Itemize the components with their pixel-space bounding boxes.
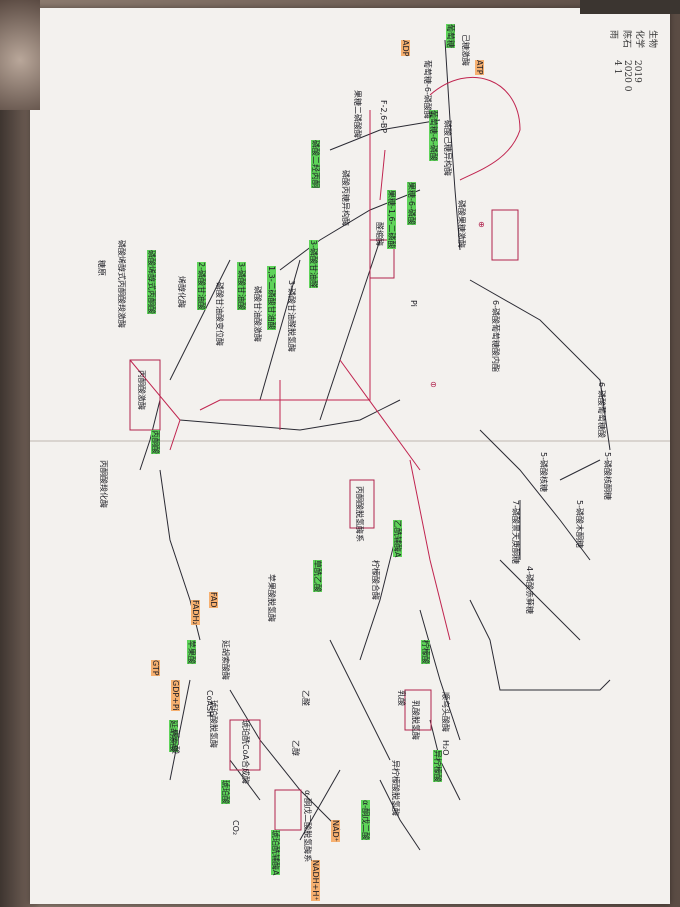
inhibitor-mark: ⊖ bbox=[430, 380, 437, 389]
fadh2-label: FADH₂ bbox=[191, 600, 200, 625]
nadh-label: NADH+H⁺ bbox=[311, 860, 320, 901]
activator-mark: ⊕ bbox=[478, 220, 485, 229]
akg-label: α-酮戊二酸 bbox=[361, 800, 370, 841]
enzyme-g6pase: 葡萄糖-6-磷酸酶 bbox=[423, 60, 432, 119]
nad-label: NAD⁺ bbox=[331, 820, 340, 842]
enzyme-mdh: 苹果酸脱氢酶 bbox=[267, 574, 276, 622]
enzyme-pepck: 磷酸烯醇式丙酮酸羧激酶 bbox=[117, 240, 126, 328]
co2-label: CO₂ bbox=[231, 820, 240, 836]
paper-fold bbox=[30, 440, 670, 442]
enzyme-enolase: 烯醇化酶 bbox=[177, 276, 186, 308]
enzyme-pc: 丙酮酸羧化酶 bbox=[99, 460, 108, 508]
h2o-label: H₂O bbox=[441, 740, 450, 756]
ppp-e4p: 4-磷酸赤藓糖 bbox=[525, 566, 534, 614]
oxaloacetate-label: 草酰乙酸 bbox=[313, 560, 322, 592]
enzyme-aconitase: 顺乌头酸酶 bbox=[441, 692, 450, 732]
atp-label: ATP bbox=[475, 60, 484, 75]
ppp-s7p: 7-磷酸景天庚酮糖 bbox=[511, 500, 520, 564]
corner-object-top-right bbox=[580, 0, 680, 14]
citrate-label: 柠檬酸 bbox=[421, 640, 430, 664]
pep-label: 磷酸烯醇式丙酮酸 bbox=[147, 250, 156, 314]
ppp-6pgl: 6-磷酸葡萄糖酸内酯 bbox=[491, 300, 500, 372]
ppp-r5p: 5-磷酸核糖 bbox=[539, 452, 548, 492]
enzyme-cs: 柠檬酸合酶 bbox=[371, 560, 380, 600]
corner-object-top-left bbox=[0, 0, 40, 110]
malate-label: 苹果酸 bbox=[187, 640, 196, 664]
acetaldehyde-label: 乙醛 bbox=[301, 690, 310, 706]
acetylcoa-label: 乙酰辅酶A bbox=[393, 520, 402, 558]
enzyme-pgi: 磷酸己糖异构酶 bbox=[443, 120, 452, 176]
g3p-label: 3-磷酸甘油醛 bbox=[309, 240, 318, 288]
f26bp-label: F-2,6-BP bbox=[379, 100, 388, 134]
header-line1: 生物化学 陈石雨 bbox=[608, 30, 657, 49]
glycogen-label: 糖原 bbox=[97, 260, 106, 276]
3pg-label: 3-磷酸甘油酸 bbox=[237, 262, 246, 310]
enzyme-aldolase: 醛缩酶 bbox=[375, 222, 384, 246]
succinylcoa-label: 琥珀酰辅酶A bbox=[271, 830, 280, 876]
enzyme-fumarase: 延胡索酸酶 bbox=[221, 640, 230, 680]
enzyme-pgm: 磷酸甘油酸变位酶 bbox=[215, 282, 224, 346]
fad-label: FAD bbox=[209, 592, 218, 608]
ppp-xu5p: 5-磷酸木酮糖 bbox=[575, 500, 584, 548]
ldh-label: 乳酸脱氢酶 bbox=[411, 700, 420, 740]
dhap-label: 磷酸二羟丙酮 bbox=[311, 140, 320, 188]
header-line2: 2019 2020 0 4 1 bbox=[612, 60, 642, 92]
paper-sheet bbox=[30, 8, 670, 904]
enzyme-gapdh: 3-磷酸甘油醛脱氢酶 bbox=[287, 280, 296, 352]
enzyme-akgdh: α-酮戊二酸脱氢酶系 bbox=[303, 790, 312, 863]
enzyme-scs: 琥珀酰CoA合成酶 bbox=[241, 720, 250, 784]
pyruvate-label: 丙酮酸 bbox=[151, 430, 160, 454]
gdp-label: GDP+Pi bbox=[171, 680, 180, 711]
enzyme-pgk: 磷酸甘油酸激酶 bbox=[253, 286, 262, 342]
f6p-label: 果糖-6-磷酸 bbox=[407, 182, 416, 225]
enzyme-pdh: 丙酮酸脱氢酶系 bbox=[355, 486, 364, 542]
adp-label: ADP bbox=[401, 40, 410, 57]
enzyme-pk: 丙酮酸激酶 bbox=[137, 370, 146, 410]
enzyme-idh: 异柠檬酸脱氢酶 bbox=[391, 760, 400, 816]
lactate-label: 乳酸 bbox=[397, 690, 406, 706]
gtp-label: GTP bbox=[151, 660, 160, 676]
ethanol-label: 乙醇 bbox=[291, 740, 300, 756]
ppp-6pg: 6-磷酸葡萄糖酸 bbox=[597, 382, 606, 438]
enzyme-fbpase: 果糖二磷酸酶 bbox=[353, 90, 362, 138]
2pg-label: 2-磷酸甘油酸 bbox=[197, 262, 206, 310]
13bpg-label: 1,3-二磷酸甘油酸 bbox=[267, 266, 276, 330]
enzyme-sdh: 琥珀酸脱氢酶 bbox=[209, 700, 218, 748]
enzyme-tpi: 磷酸丙糖异构酶 bbox=[341, 170, 350, 226]
enzyme-hexokinase: 己糖激酶 bbox=[461, 34, 470, 66]
glucose-label: 葡萄糖 bbox=[446, 24, 455, 48]
malonate-label: 丙二酸 bbox=[171, 730, 180, 754]
enzyme-pfk: 磷酸果糖激酶 bbox=[457, 200, 466, 248]
succinate-label: 琥珀酸 bbox=[221, 780, 230, 804]
pi-label: Pi bbox=[409, 300, 418, 307]
f16bp-label: 果糖-1,6-二磷酸 bbox=[387, 190, 396, 249]
ppp-ru5p: 5-磷酸核酮糖 bbox=[603, 452, 612, 500]
